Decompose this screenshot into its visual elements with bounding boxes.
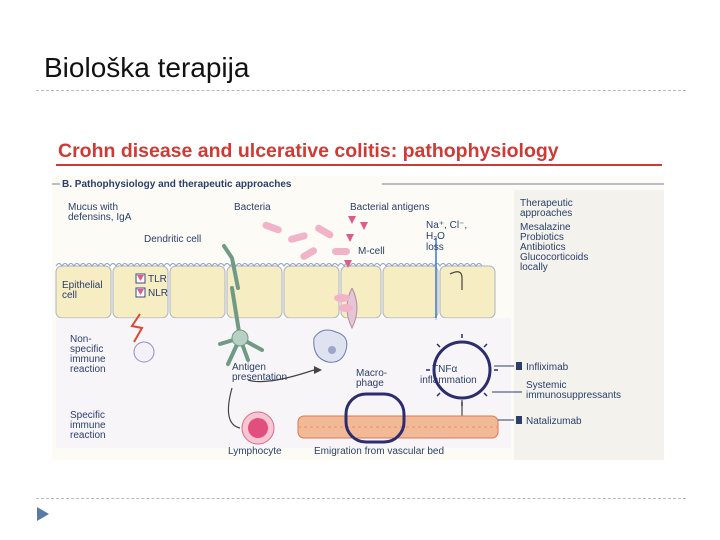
macrophage-line2: phage (356, 378, 384, 389)
therapy-item-1: Probiotics (520, 232, 564, 243)
figure-title: Crohn disease and ulcerative colitis: pa… (58, 140, 559, 162)
macrophage-line1: Macro- (356, 368, 387, 379)
therapy-heading-line2: approaches (520, 208, 572, 219)
epithelial-label-line2: cell (62, 290, 77, 301)
dendritic-label: Dendritic cell (144, 234, 201, 245)
mcell-label: M-cell (358, 246, 385, 257)
specific-line1: Specific (70, 410, 105, 421)
lightning-icon (130, 313, 144, 343)
figure-title-underline (56, 164, 662, 166)
specific-line2: immune (70, 420, 106, 431)
therapy-heading-line1: Therapeutic (520, 198, 573, 209)
nonspecific-line1: Non- (70, 334, 92, 345)
natalizumab-label: Natalizumab (526, 416, 582, 427)
therapy-item-3: Glucocorticoids (520, 252, 588, 263)
systemic-line2: immunosuppressants (526, 390, 621, 401)
tlr-label: TLR (148, 274, 167, 285)
bacterial-antigens-label: Bacterial antigens (350, 202, 430, 213)
tnf-label: TNFα (432, 364, 457, 375)
pathophysiology-figure: Crohn disease and ulcerative colitis: pa… (52, 138, 664, 460)
nlr-label: NLR (148, 288, 168, 299)
antigen-line1: Antigen (232, 362, 266, 373)
panel-title: B. Pathophysiology and therapeutic appro… (62, 179, 292, 190)
loss-label: loss (426, 242, 444, 253)
systemic-line1: Systemic (526, 380, 567, 391)
macrophage-shape (313, 329, 348, 363)
bullet-triangle-icon (37, 507, 49, 521)
mucus-label-line2: defensins, IgA (68, 212, 132, 223)
diagram-svg: B. Pathophysiology and therapeutic appro… (52, 176, 664, 460)
therapy-item-0: Mesalazine (520, 222, 571, 233)
therapy-item-2: Antibiotics (520, 242, 566, 253)
therapy-item-4: locally (520, 262, 548, 273)
footer-divider (36, 498, 686, 499)
bacteria-label: Bacteria (234, 202, 271, 213)
antigen-line2: presentation (232, 372, 287, 383)
ion-label: Na⁺, Cl⁻, (426, 220, 467, 231)
nonspecific-line4: reaction (70, 364, 106, 375)
title-divider (36, 90, 686, 91)
bacteria-group (262, 221, 350, 260)
mucus-label-line1: Mucus with (68, 202, 118, 213)
lymphocyte-label: Lymphocyte (228, 446, 282, 457)
natalizumab-highlight-circle (344, 392, 406, 444)
specific-line3: reaction (70, 430, 106, 441)
nonspecific-line2: specific (70, 344, 103, 355)
nonspecific-line3: immune (70, 354, 106, 365)
therapy-column (514, 190, 664, 460)
epithelial-label-line1: Epithelial (62, 280, 103, 291)
slide-title: Biološka terapija (44, 52, 250, 83)
epithelial-cells (55, 238, 496, 320)
emigration-label: Emigration from vascular bed (314, 446, 444, 457)
infliximab-label: Infliximab (526, 362, 569, 373)
bacterial-antigens (344, 216, 368, 268)
h2o-label: H₂O (426, 231, 445, 242)
inflammation-label: inflammation (420, 375, 477, 386)
